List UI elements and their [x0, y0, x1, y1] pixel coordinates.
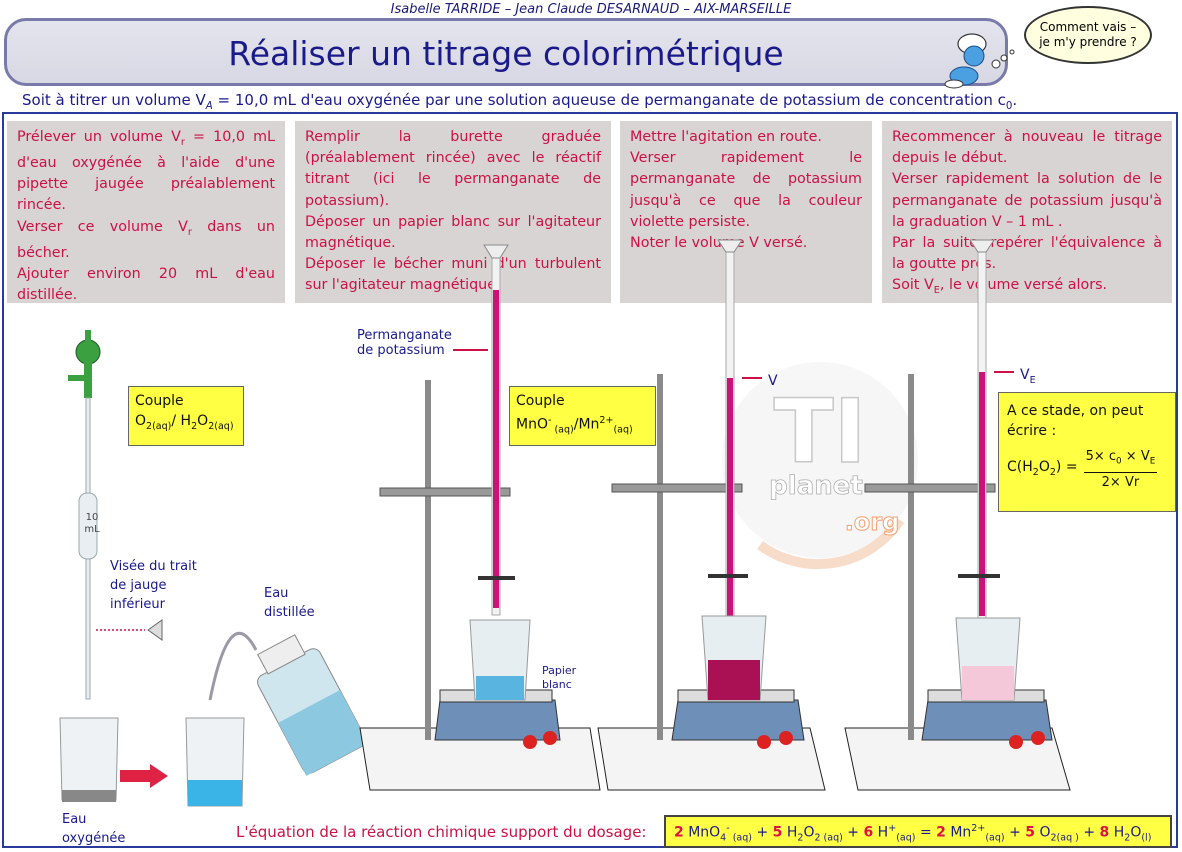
title-banner	[4, 18, 1008, 86]
step-4-box: Recommencer à nouveau le titrage depuis …	[882, 121, 1172, 303]
step-2-p3: Déposer le bécher muni d'un turbulent su…	[305, 256, 601, 294]
step-1-p3: Ajouter environ 20 mL d'eau distillée.	[17, 265, 275, 304]
step-1-box: Prélever un volume Vr = 10,0 mL d'eau ox…	[7, 121, 285, 303]
couple-2-title: Couple	[516, 393, 565, 409]
step-4-p1: Recommencer à nouveau le titrage depuis …	[892, 129, 1162, 167]
authors: Isabelle TARRIDE – Jean Claude DESARNAUD…	[390, 2, 792, 17]
conclusion-intro: A ce stade, on peut écrire :	[1007, 403, 1144, 439]
step-4-p3: Par la suite, repérer l'équivalence à la…	[892, 235, 1162, 273]
ve-mark-label: VE	[1020, 367, 1036, 386]
couple-1-title: Couple	[135, 393, 184, 409]
thought-bubble: Comment vais – je m'y prendre ?	[1024, 6, 1152, 64]
step-2-p2: Déposer un papier blanc sur l'agitateur …	[305, 213, 601, 252]
conclusion-box: A ce stade, on peut écrire : C(H2O2) = 5…	[998, 392, 1176, 512]
step-3-p2: Verser rapidement le permanganate de pot…	[630, 150, 862, 230]
step-2-p1: Remplir la burette graduée (préalablemen…	[305, 129, 601, 209]
intro-sentence: Soit à titrer un volume VA = 10,0 mL d'e…	[22, 91, 1017, 112]
equation-box: 2 MnO4- (aq) + 5 H2O2 (aq) + 6 H+(aq) = …	[664, 815, 1172, 848]
main-frame	[2, 112, 1178, 848]
mascot-icon	[944, 33, 1015, 89]
conclusion-formula: C(H2O2) = 5× c0 × VE 2× Vr	[1007, 449, 1158, 490]
equation-label: L'équation de la réaction chimique suppo…	[236, 823, 647, 841]
step-4-p4: Soit VE, le volume versé alors.	[892, 277, 1108, 297]
step-1-p2: Verser ce volume Vr dans un bécher.	[17, 218, 275, 261]
bubble-line-1: Comment vais –	[1039, 20, 1137, 34]
couple-1-box: Couple O2(aq)/ H2O2(aq)	[128, 386, 244, 446]
page-title: Réaliser un titrage colorimétrique	[228, 34, 784, 73]
couple-2-box: Couple MnO- (aq)/Mn2+(aq)	[509, 386, 656, 446]
intro-part-b: = 10,0 mL d'eau oxygénée par une solutio…	[212, 91, 1006, 109]
couple-2-formula: MnO- (aq)/Mn2+(aq)	[516, 415, 633, 436]
step-4-p2: Verser rapidement la solution de le perm…	[892, 171, 1162, 230]
bubble-line-2: je m'y prendre ?	[1039, 35, 1137, 49]
intro-sub-a: A	[205, 101, 213, 112]
intro-part-c: .	[1012, 91, 1018, 109]
intro-sub-b: 0	[1005, 101, 1013, 112]
step-3-p1: Mettre l'agitation en route.	[630, 129, 822, 145]
step-2-box: Remplir la burette graduée (préalablemen…	[295, 121, 611, 303]
step-1-p1: Prélever un volume Vr = 10,0 mL d'eau ox…	[17, 129, 276, 214]
couple-1-formula: O2(aq)/ H2O2(aq)	[135, 413, 234, 432]
step-3-box: Mettre l'agitation en route. Verser rapi…	[620, 121, 872, 303]
v-mark-label: V	[768, 373, 778, 389]
intro-part-a: Soit à titrer un volume V	[22, 91, 206, 109]
step-3-p3: Noter le volume V versé.	[630, 235, 808, 252]
